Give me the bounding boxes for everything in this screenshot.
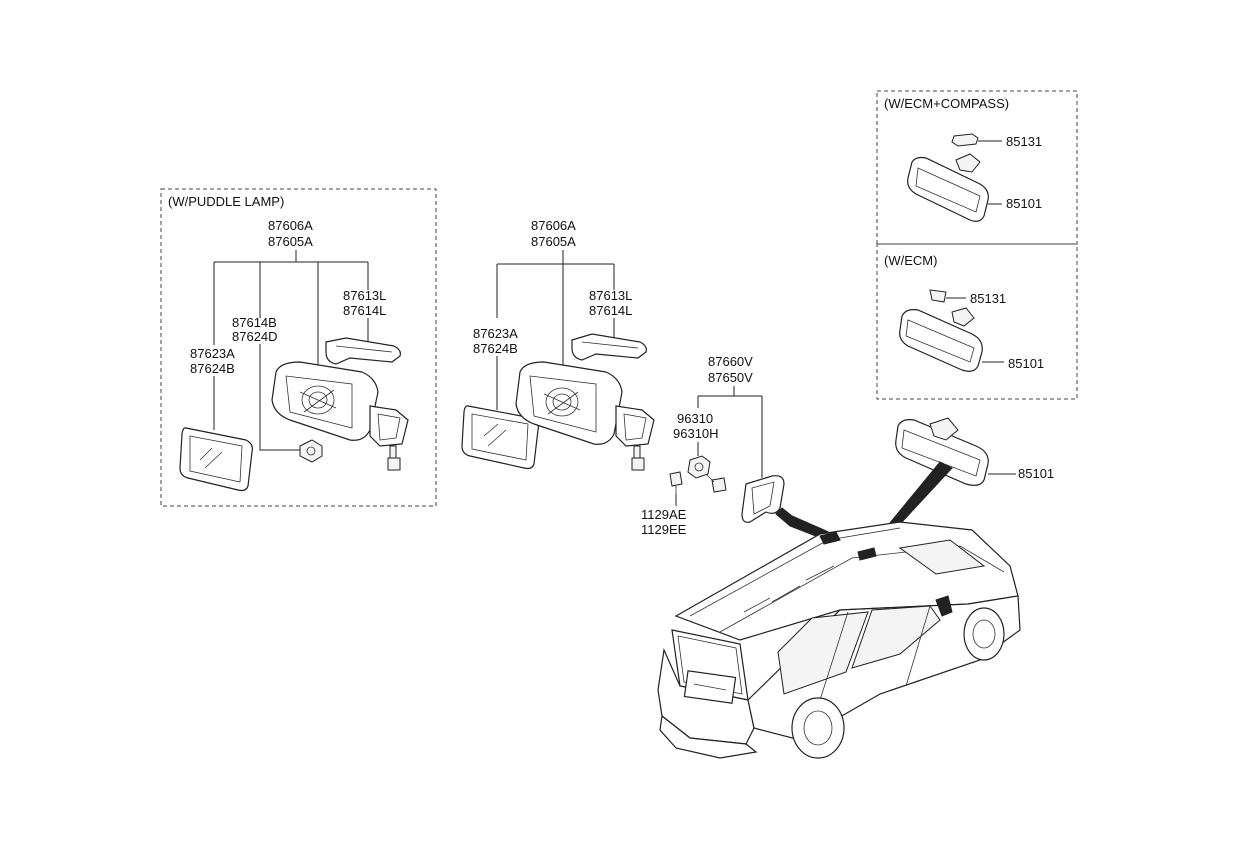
ecm-compass-group-title: (W/ECM+COMPASS) bbox=[884, 96, 1009, 111]
mirror-glass-left bbox=[179, 427, 253, 492]
label-87660V[interactable]: 87660V bbox=[708, 354, 753, 369]
puddle-lamp bbox=[299, 439, 323, 463]
inside-mirror-compass bbox=[907, 153, 989, 222]
mirror-cover-left bbox=[325, 337, 401, 365]
label-85101-ecm[interactable]: 85101 bbox=[1008, 356, 1044, 371]
label-87624B-mid[interactable]: 87624B bbox=[473, 341, 518, 356]
label-87623A-mid[interactable]: 87623A bbox=[473, 326, 518, 341]
label-87606A-mid[interactable]: 87606A bbox=[531, 218, 576, 233]
mirror-bracket-mid bbox=[615, 405, 655, 471]
label-87650V[interactable]: 87650V bbox=[708, 370, 753, 385]
puddle-lamp-group-title: (W/PUDDLE LAMP) bbox=[168, 194, 284, 209]
label-85101-standard[interactable]: 85101 bbox=[1018, 466, 1054, 481]
label-87614L-left[interactable]: 87614L bbox=[343, 303, 386, 318]
label-87623A-left[interactable]: 87623A bbox=[190, 346, 235, 361]
mirror-cover-mid bbox=[571, 333, 647, 361]
label-87606A-left[interactable]: 87606A bbox=[268, 218, 313, 233]
label-85131-compass[interactable]: 85131 bbox=[1006, 134, 1042, 149]
mirror-bracket-left bbox=[369, 405, 409, 471]
label-87605A-mid[interactable]: 87605A bbox=[531, 234, 576, 249]
leader-assy-mid bbox=[496, 250, 615, 368]
vehicle-illustration bbox=[657, 521, 1021, 759]
label-87624B-left[interactable]: 87624B bbox=[190, 361, 235, 376]
label-96310H[interactable]: 96310H bbox=[673, 426, 719, 441]
ecm-group-title: (W/ECM) bbox=[884, 253, 937, 268]
tweeter-speaker bbox=[687, 455, 727, 493]
label-87605A-left[interactable]: 87605A bbox=[268, 234, 313, 249]
label-87614B-left[interactable]: 87614B bbox=[232, 315, 277, 330]
ecm-group-box bbox=[876, 243, 1078, 400]
inside-mirror-standard bbox=[895, 417, 989, 486]
ecm-bracket bbox=[929, 289, 947, 303]
label-85101-compass[interactable]: 85101 bbox=[1006, 196, 1042, 211]
label-96310[interactable]: 96310 bbox=[677, 411, 713, 426]
label-87614L-mid[interactable]: 87614L bbox=[589, 303, 632, 318]
label-1129EE[interactable]: 1129EE bbox=[641, 522, 687, 537]
label-85131-ecm[interactable]: 85131 bbox=[970, 291, 1006, 306]
mirror-housing-left bbox=[271, 361, 379, 441]
leader-assy-left bbox=[213, 250, 369, 368]
mirror-housing-mid bbox=[515, 361, 623, 445]
label-87624D-left[interactable]: 87624D bbox=[232, 329, 278, 344]
label-87613L-left[interactable]: 87613L bbox=[343, 288, 386, 303]
inside-mirror-ecm bbox=[899, 307, 983, 372]
puddle-lamp-group-box bbox=[160, 188, 437, 507]
ecm-compass-group-box bbox=[876, 90, 1078, 245]
label-1129AE[interactable]: 1129AE bbox=[641, 507, 687, 522]
screw-part bbox=[669, 471, 683, 494]
compass-bracket bbox=[951, 133, 979, 147]
label-87613L-mid[interactable]: 87613L bbox=[589, 288, 632, 303]
delta-garnish bbox=[741, 475, 785, 523]
